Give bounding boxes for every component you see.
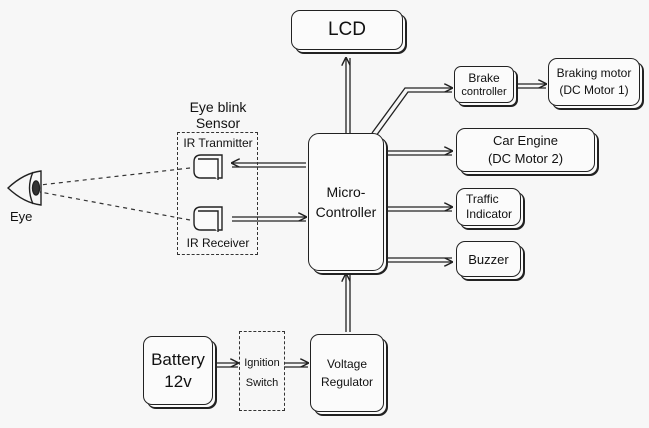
eye-icon (6, 170, 42, 206)
braking-motor-block: Braking motor (DC Motor 1) (548, 58, 640, 106)
ignition-switch-block (239, 331, 285, 411)
car-engine-block: Car Engine (DC Motor 2) (456, 128, 595, 172)
arrow-mc-to-brake (371, 88, 452, 134)
buzzer-block: Buzzer (456, 241, 521, 277)
ir-transmitter-icon (193, 154, 223, 180)
voltage-regulator-block: Voltage Regulator (310, 334, 384, 412)
switch-label: Switch (245, 377, 279, 389)
ir-beam-receive (39, 191, 191, 221)
ir-transmitter-label: IR Tranmitter (183, 136, 253, 150)
ir-beam-transmit (39, 167, 191, 186)
ir-receiver-icon (193, 206, 223, 232)
eye-label: Eye (10, 209, 33, 224)
ignition-label: Ignition (244, 357, 280, 369)
eye-blink-sensor-group (177, 132, 258, 255)
brake-controller-block: Brake controller (454, 66, 514, 103)
traffic-indicator-block: Traffic Indicator (456, 188, 521, 226)
battery-block: Battery 12v (143, 336, 213, 405)
microcontroller-block: Micro- Controller (308, 133, 384, 271)
ir-receiver-label: IR Receiver (186, 236, 250, 250)
lcd-block: LCD (291, 10, 403, 50)
